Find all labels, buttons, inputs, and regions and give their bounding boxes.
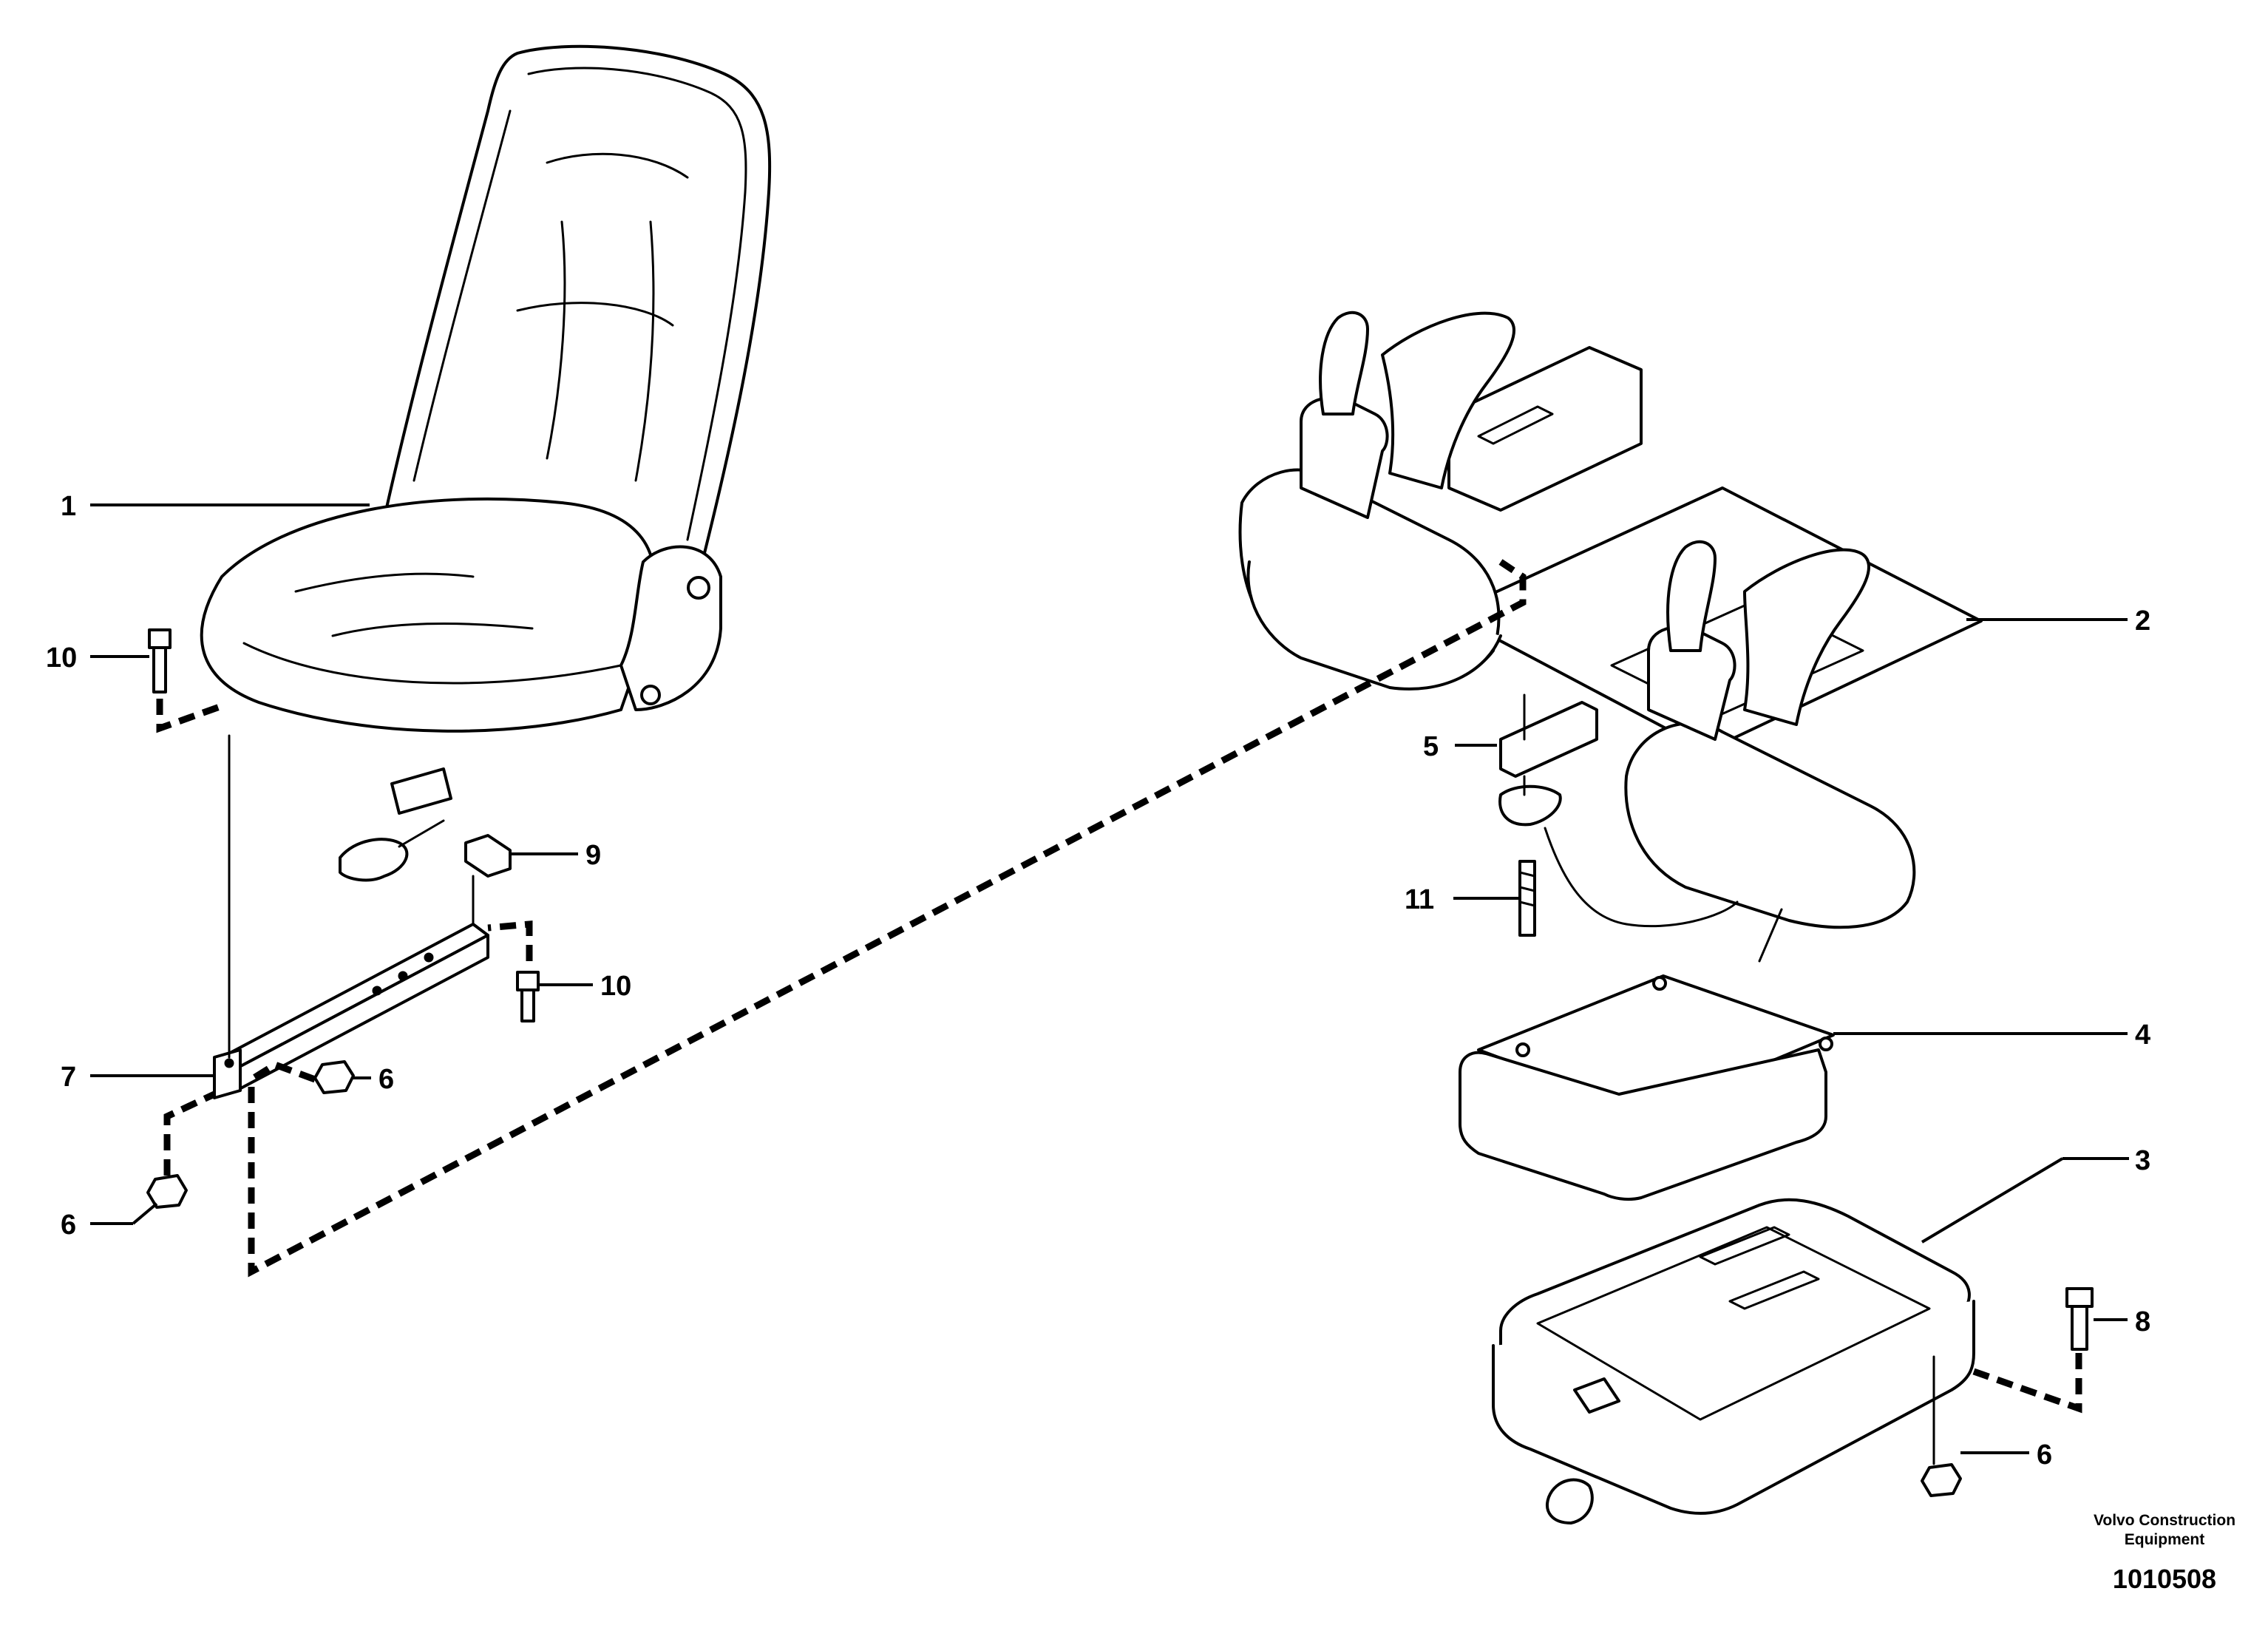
operator-seat <box>200 44 772 882</box>
bolt-10-upper <box>148 628 172 693</box>
callout-1: 1 <box>61 491 76 522</box>
callout-6-left: 6 <box>61 1210 76 1241</box>
callout-9: 9 <box>585 840 601 871</box>
callout-2: 2 <box>2135 606 2150 637</box>
seat-pad <box>1459 974 1835 1201</box>
drawing-number: 1010508 <box>2113 1564 2216 1594</box>
credit-line-2: Equipment <box>2125 1531 2205 1548</box>
clip-9 <box>464 834 512 878</box>
seat-suspension-base <box>1492 1198 1975 1524</box>
callout-5: 5 <box>1423 731 1439 762</box>
callout-11: 11 <box>1405 884 1434 915</box>
leader-lines <box>90 503 2129 1465</box>
title-block: Volvo Construction Equipment 1010508 <box>2094 1512 2235 1594</box>
credit-line-1: Volvo Construction <box>2094 1512 2235 1529</box>
callout-10-upper: 10 <box>46 642 77 674</box>
seat-slide-rail <box>213 923 489 1099</box>
callout-7: 7 <box>61 1062 76 1093</box>
callout-4: 4 <box>2135 1020 2150 1051</box>
bolt-11 <box>1518 860 1536 937</box>
callout-8: 8 <box>2135 1306 2150 1337</box>
callout-6-right: 6 <box>2037 1439 2052 1471</box>
callout-labels: 1 2 3 4 5 6 6 6 7 8 9 10 10 11 <box>46 491 2150 1471</box>
callout-3: 3 <box>2135 1145 2150 1176</box>
bolt-10-lower <box>516 971 540 1022</box>
callout-10-lower: 10 <box>600 971 631 1002</box>
nut-6-right <box>1921 1463 1962 1497</box>
callout-6-mid: 6 <box>378 1064 394 1095</box>
nut-6-mid <box>313 1060 355 1094</box>
nut-6-left <box>146 1174 188 1209</box>
bolt-8 <box>2065 1287 2094 1351</box>
joystick-console-assembly <box>1238 311 1983 963</box>
assembly-dashed-lines <box>156 559 2082 1414</box>
